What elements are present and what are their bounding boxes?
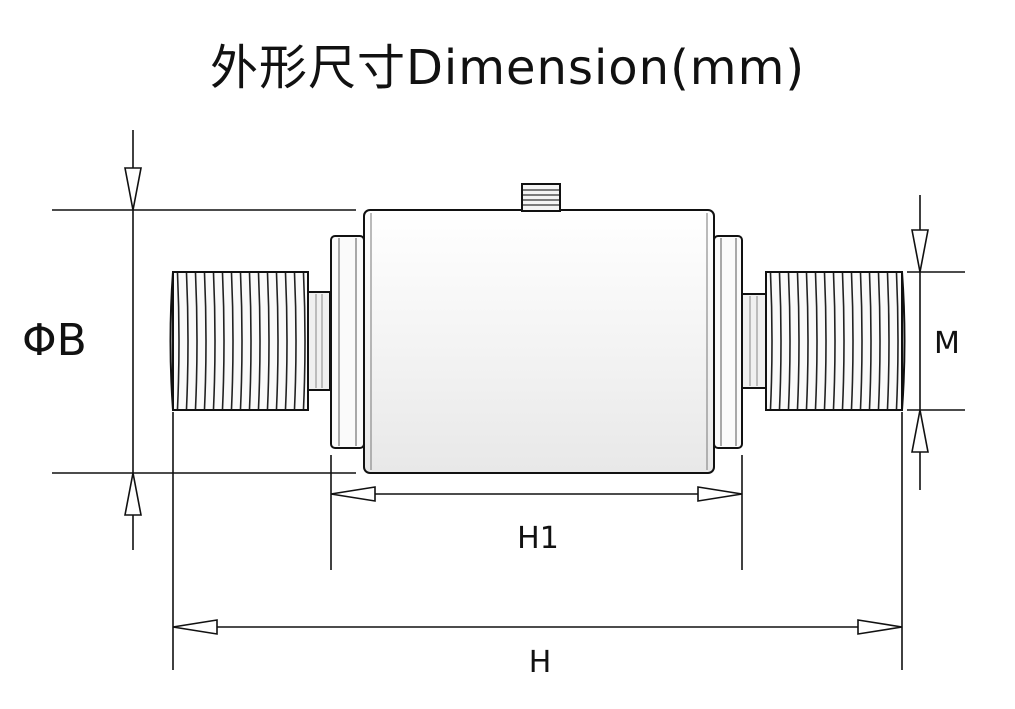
- thread-ridge: [841, 272, 845, 410]
- thread-ridge: [868, 272, 872, 410]
- total-length-dimension: [172, 412, 903, 670]
- total-length-label: H: [529, 645, 552, 680]
- thread-label: M: [934, 326, 960, 361]
- thread-ridge: [248, 272, 252, 410]
- left-threaded-stud: [169, 271, 309, 411]
- thread-ridge: [859, 272, 863, 410]
- thread-ridge: [778, 272, 782, 410]
- thread-ridge: [230, 272, 234, 410]
- thread-ridge: [185, 272, 189, 410]
- thread-ridge: [266, 272, 270, 410]
- thread-ridge: [823, 272, 827, 410]
- body-length-dimension: [330, 455, 743, 570]
- thread-ridge: [302, 272, 306, 410]
- thread-ridge: [850, 272, 854, 410]
- right-neck: [741, 293, 767, 389]
- cable-connector: [521, 183, 561, 212]
- thread-ridge: [284, 272, 288, 410]
- diameter-label: ΦB: [22, 315, 87, 366]
- thread-ridge: [176, 272, 180, 410]
- thread-ridge: [805, 272, 809, 410]
- thread-ridge: [787, 272, 791, 410]
- thread-ridge: [877, 272, 881, 410]
- thread-dimension: [907, 195, 965, 490]
- thread-ridge: [221, 272, 225, 410]
- right-threaded-stud: [765, 271, 906, 411]
- thread-ridge: [203, 272, 207, 410]
- diagram-title: 外形尺寸Dimension(mm): [209, 40, 806, 96]
- body-length-label: H1: [517, 521, 559, 556]
- thread-ridge: [194, 272, 198, 410]
- left-collar: [330, 235, 365, 449]
- thread-ridge: [293, 272, 297, 410]
- left-neck: [307, 291, 331, 391]
- thread-ridge: [769, 272, 773, 410]
- thread-ridge: [257, 272, 261, 410]
- thread-ridge: [886, 272, 890, 410]
- right-collar: [713, 235, 743, 449]
- thread-ridge: [212, 272, 216, 410]
- thread-ridge: [895, 272, 899, 410]
- main-body: [363, 209, 715, 474]
- thread-ridge: [814, 272, 818, 410]
- thread-ridge: [796, 272, 800, 410]
- diameter-dimension: [52, 130, 356, 550]
- thread-ridge: [239, 272, 243, 410]
- thread-ridge: [275, 272, 279, 410]
- thread-ridge: [832, 272, 836, 410]
